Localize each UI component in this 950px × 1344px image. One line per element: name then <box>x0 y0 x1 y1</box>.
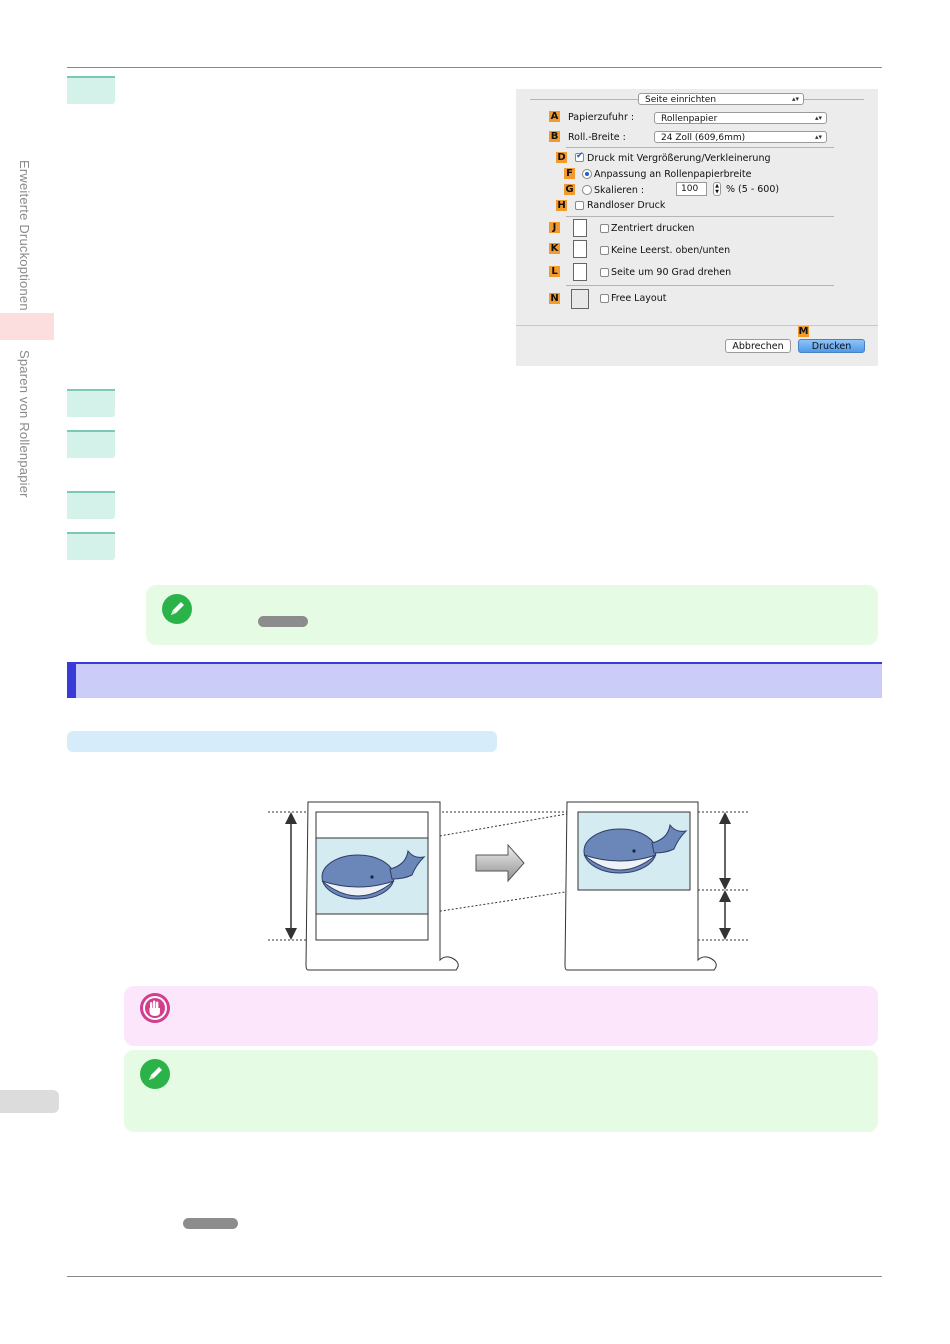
badge-n: N <box>549 293 560 304</box>
no-spaces-checkbox[interactable] <box>600 246 609 255</box>
enlarge-reduce-checkbox[interactable]: ✔ <box>575 151 584 162</box>
scaling-radio[interactable] <box>582 185 592 195</box>
pencil-icon <box>162 594 192 624</box>
cancel-button[interactable]: Abbrechen <box>725 339 791 353</box>
important-box <box>124 986 878 1046</box>
header-rule <box>67 67 882 68</box>
step-box <box>67 430 115 458</box>
arrow-right-icon <box>475 843 525 883</box>
no-spaces-icon <box>573 240 587 258</box>
badge-d: D <box>556 152 567 163</box>
popup-arrows-icon: ▴▾ <box>814 133 822 141</box>
step-box <box>67 389 115 417</box>
badge-h: H <box>556 200 567 211</box>
no-spaces-label: Keine Leerst. oben/unten <box>611 245 731 256</box>
center-print-label: Zentriert drucken <box>611 223 695 234</box>
section-heading-bar <box>67 662 882 698</box>
popup-arrows-icon: ▴▾ <box>814 114 822 122</box>
scaling-input[interactable]: 100 <box>676 182 707 196</box>
center-print-checkbox[interactable] <box>600 224 609 233</box>
paper-source-label: Papierzufuhr : <box>568 112 635 123</box>
note-box <box>124 1050 878 1132</box>
side-tab-roll-paper-saving[interactable]: Sparen von Rollenpapier <box>17 350 32 498</box>
roll-width-value: 24 Zoll (609,6mm) <box>661 133 746 143</box>
free-layout-icon <box>571 289 589 309</box>
badge-a: A <box>549 111 560 122</box>
enlarge-reduce-label: Druck mit Vergrößerung/Verkleinerung <box>587 153 771 164</box>
print-button[interactable]: Drucken <box>798 339 865 353</box>
rotate-page-label: Seite um 90 Grad drehen <box>611 267 732 278</box>
rotate-page-icon <box>573 263 587 281</box>
footer-rule <box>67 1276 882 1277</box>
side-tab-advanced-options[interactable]: Erweiterte Druckoptionen <box>17 160 32 311</box>
scaling-stepper[interactable]: ▲▼ <box>713 182 721 196</box>
rotate-page-checkbox[interactable] <box>600 268 609 277</box>
side-tab-marker <box>0 313 54 340</box>
subheading-bar <box>67 731 497 752</box>
pencil-icon <box>140 1059 170 1089</box>
page-setup-dialog: Seite einrichten ▴▾ A Papierzufuhr : Roll… <box>516 89 878 366</box>
free-layout-checkbox[interactable] <box>600 294 609 303</box>
borderless-label: Randloser Druck <box>587 200 666 211</box>
badge-k: K <box>549 243 560 254</box>
roll-paper-diagram <box>268 801 748 971</box>
page-number-tab <box>0 1090 59 1113</box>
preset-popup-value: Seite einrichten <box>645 95 717 105</box>
badge-b: B <box>549 131 560 142</box>
free-layout-label: Free Layout <box>611 293 667 304</box>
fit-roll-width-label: Anpassung an Rollenpapierbreite <box>594 169 752 180</box>
whale-icon <box>583 823 688 874</box>
roll-width-popup[interactable]: 24 Zoll (609,6mm) ▴▾ <box>654 131 827 143</box>
whale-icon <box>321 849 426 900</box>
note-box <box>146 585 878 645</box>
badge-g: G <box>564 184 575 195</box>
reference-link-pill[interactable] <box>258 616 308 627</box>
paper-source-popup[interactable]: Rollenpapier ▴▾ <box>654 112 827 124</box>
step-box <box>67 76 115 104</box>
scaling-label: Skalieren : <box>594 185 645 196</box>
fit-roll-width-radio[interactable] <box>582 169 592 179</box>
step-box <box>67 491 115 519</box>
center-print-icon <box>573 219 587 237</box>
step-box <box>67 532 115 560</box>
badge-j: J <box>549 222 560 233</box>
badge-l: L <box>549 266 560 277</box>
preset-popup[interactable]: Seite einrichten ▴▾ <box>638 93 804 105</box>
badge-m: M <box>798 326 809 337</box>
scaling-range-label: % (5 - 600) <box>726 184 780 195</box>
badge-f: F <box>564 168 575 179</box>
hand-stop-icon <box>140 993 170 1023</box>
reference-link-pill[interactable] <box>183 1218 238 1229</box>
borderless-checkbox[interactable] <box>575 201 584 210</box>
popup-arrows-icon: ▴▾ <box>791 95 799 103</box>
paper-source-value: Rollenpapier <box>661 114 718 124</box>
roll-width-label: Roll.-Breite : <box>568 132 626 143</box>
